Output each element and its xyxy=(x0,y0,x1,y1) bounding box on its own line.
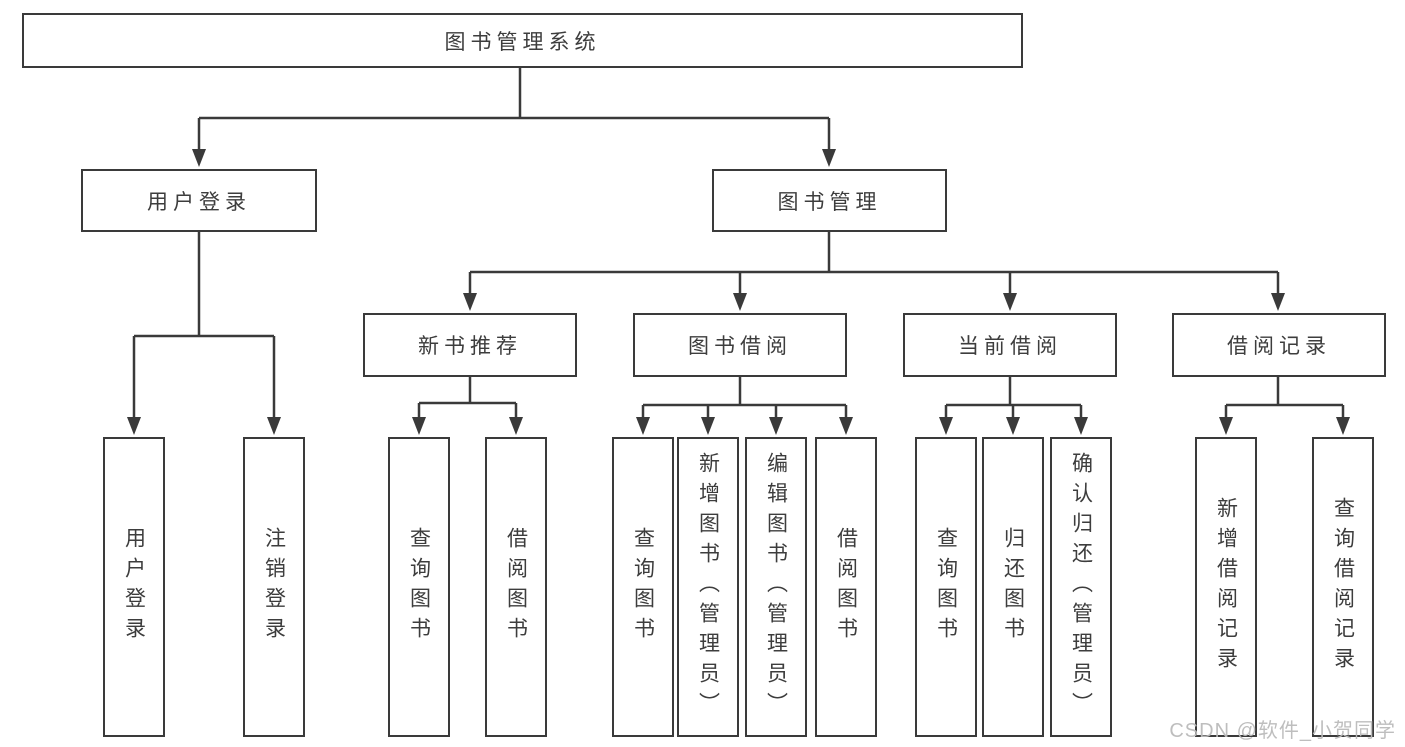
node-book-management-label: 图书管理 xyxy=(777,190,882,214)
leaf-return-books-label: 归还图书 xyxy=(1001,527,1025,647)
leaf-edit-books-admin-label: 编辑图书（管理员） xyxy=(764,452,788,722)
connector-borrow-records-to-leaves xyxy=(1224,376,1345,420)
leaf-add-books-admin-label: 新增图书（管理员） xyxy=(696,452,720,722)
leaf-borrow-books-2: 借阅图书 xyxy=(815,437,877,737)
leaf-borrow-books-1-label: 借阅图书 xyxy=(504,527,528,647)
watermark: CSDN @软件_小贺同学 xyxy=(1169,720,1396,742)
leaf-query-books-3: 查询图书 xyxy=(915,437,977,737)
node-root: 图书管理系统 xyxy=(22,13,1023,68)
node-user-login: 用户登录 xyxy=(81,169,317,232)
node-new-book-recommend: 新书推荐 xyxy=(363,313,577,377)
leaf-query-books-3-label: 查询图书 xyxy=(934,527,958,647)
leaf-add-borrow-record-label: 新增借阅记录 xyxy=(1214,497,1238,677)
leaf-user-login-label: 用户登录 xyxy=(122,527,146,647)
leaf-confirm-return-admin-label: 确认归还（管理员） xyxy=(1069,452,1093,722)
connector-root-to-level2 xyxy=(197,67,831,151)
leaf-return-books: 归还图书 xyxy=(982,437,1044,737)
node-borrow-records: 借阅记录 xyxy=(1172,313,1386,377)
leaf-query-borrow-record: 查询借阅记录 xyxy=(1312,437,1374,737)
node-book-borrow-label: 图书借阅 xyxy=(688,335,792,358)
node-current-borrow: 当前借阅 xyxy=(903,313,1117,377)
node-current-borrow-label: 当前借阅 xyxy=(958,335,1062,358)
leaf-user-login: 用户登录 xyxy=(103,437,165,737)
leaf-confirm-return-admin: 确认归还（管理员） xyxy=(1050,437,1112,737)
leaf-add-books-admin: 新增图书（管理员） xyxy=(677,437,739,737)
connector-book-mgmt-to-level3 xyxy=(468,231,1280,296)
leaf-logout: 注销登录 xyxy=(243,437,305,737)
leaf-query-books-1: 查询图书 xyxy=(388,437,450,737)
connector-user-login-to-leaves xyxy=(132,231,276,420)
leaf-logout-label: 注销登录 xyxy=(262,527,286,647)
node-book-management: 图书管理 xyxy=(712,169,947,232)
node-user-login-label: 用户登录 xyxy=(147,190,251,214)
leaf-add-borrow-record: 新增借阅记录 xyxy=(1195,437,1257,737)
node-root-label: 图书管理系统 xyxy=(444,30,601,54)
leaf-borrow-books-1: 借阅图书 xyxy=(485,437,547,737)
arrowheads xyxy=(127,149,1350,435)
leaf-edit-books-admin: 编辑图书（管理员） xyxy=(745,437,807,737)
node-book-borrow: 图书借阅 xyxy=(633,313,847,377)
leaf-borrow-books-2-label: 借阅图书 xyxy=(834,527,858,647)
connector-book-borrow-to-leaves xyxy=(641,376,848,420)
leaf-query-books-2: 查询图书 xyxy=(612,437,674,737)
node-borrow-records-label: 借阅记录 xyxy=(1227,335,1331,358)
leaf-query-borrow-record-label: 查询借阅记录 xyxy=(1331,497,1355,677)
connector-current-borrow-to-leaves xyxy=(944,376,1083,420)
connector-new-books-to-leaves xyxy=(417,376,518,420)
leaf-query-books-2-label: 查询图书 xyxy=(631,527,655,647)
node-new-book-recommend-label: 新书推荐 xyxy=(418,335,522,358)
leaf-query-books-1-label: 查询图书 xyxy=(407,527,431,647)
